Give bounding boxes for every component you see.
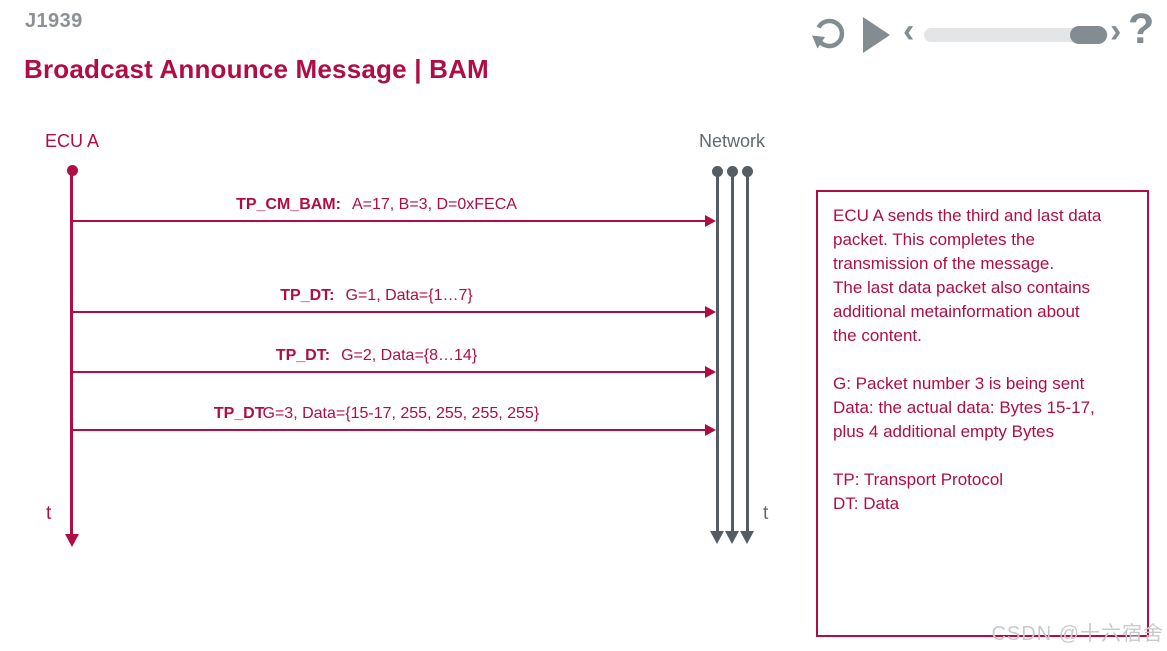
sender-lifeline [70,170,73,535]
network-time-arrowhead-icon [725,531,739,544]
message-type: TP_DT: [280,287,335,304]
sender-time-arrowhead-icon [65,534,79,547]
explanation-box: ECU A sends the third and last data pack… [816,190,1149,637]
slider-thumb[interactable] [1070,26,1107,44]
network-lifeline [731,172,734,531]
course-tag: J1939 [25,10,83,32]
message-caption: TP_DT: G=1, Data={1…7} [56,285,697,307]
message-arrow-line [72,424,716,436]
message-arrow-line [72,215,716,227]
csdn-watermark: CSDN @十六宿舍 [991,623,1164,645]
arrowhead-icon [705,306,716,318]
message-type: TP_DT [213,405,265,422]
message-tp-dt-2: TP_DT: G=2, Data={8…14} [72,345,716,378]
message-params: G=1, Data={1…7} [345,287,473,304]
explanation-paragraph: TP: Transport Protocol DT: Data [833,470,1004,513]
message-arrow-line [72,366,716,378]
play-button[interactable] [863,17,890,53]
page-title: Broadcast Announce Message | BAM [24,54,489,84]
message-caption: TP_CM_BAM: A=17, B=3, D=0xFECA [56,194,697,216]
message-type: TP_CM_BAM: [236,196,341,213]
network-time-arrowhead-icon [710,531,724,544]
arrowhead-icon [705,424,716,436]
message-caption: TP_DT: G=2, Data={8…14} [56,345,697,367]
message-arrow-line [72,306,716,318]
sender-label: ECU A [45,131,100,151]
receiver-label: Network [698,131,765,151]
help-button[interactable]: ? [1128,5,1155,53]
message-tp-cm-bam: TP_CM_BAM: A=17, B=3, D=0xFECA [72,194,716,227]
message-tp-dt-1: TP_DT: G=1, Data={1…7} [72,285,716,318]
message-params: A=17, B=3, D=0xFECA [351,196,517,213]
arrowhead-icon [705,215,716,227]
network-lifeline [746,172,749,531]
network-time-label: t [763,503,769,524]
network-line-dot [742,166,753,177]
network-line-dot [712,166,723,177]
step-forward-chevron[interactable]: › [1110,12,1122,50]
sender-time-label: t [46,503,52,524]
replay-button[interactable] [810,13,848,53]
message-params: G=3, Data={15-17, 255, 255, 255, 255} [262,405,540,422]
explanation-paragraph: ECU A sends the third and last data pack… [833,206,1102,345]
network-time-arrowhead-icon [740,531,754,544]
message-tp-dt-3: TP_DTG=3, Data={15-17, 255, 255, 255, 25… [72,403,716,436]
message-type: TP_DT: [275,347,331,364]
message-params: G=2, Data={8…14} [341,347,478,364]
network-line-dot [727,166,738,177]
explanation-paragraph: G: Packet number 3 is being sent Data: t… [833,374,1095,441]
progress-slider[interactable] [924,26,1108,44]
network-lifeline [716,172,719,531]
replay-icon [812,18,845,49]
arrowhead-icon [705,366,716,378]
message-caption: TP_DTG=3, Data={15-17, 255, 255, 255, 25… [56,403,697,425]
step-back-chevron[interactable]: ‹ [903,12,915,50]
